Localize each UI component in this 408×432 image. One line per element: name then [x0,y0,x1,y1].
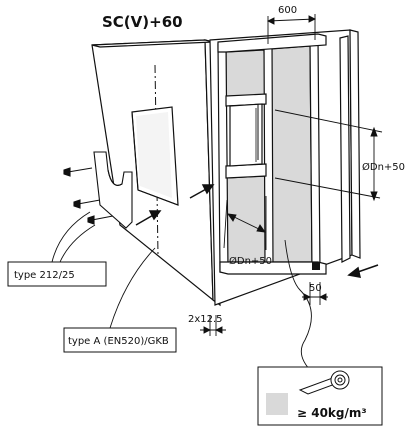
insulation-top-left [225,49,266,100]
board-panel-left [91,39,221,307]
insulation-roll-icon [298,370,350,395]
callout-screw: type 212/25 [7,211,107,287]
callout-board-text: type A (EN520)/GKB [68,336,169,347]
sealant-marker [312,262,320,270]
insulation-swatch [266,393,288,415]
dim-top-width: 600 [278,5,297,16]
callout-board: type A (EN520)/GKB [63,247,177,353]
dimension-lines [200,14,383,336]
insulation-legend: ≥ 40kg/m³ [257,239,383,426]
frame-structure [209,29,361,306]
dim-gap: 50 [309,283,322,294]
arrows [135,184,379,278]
fixing-clips [63,151,133,229]
insulation-right [269,45,313,263]
dim-opening-width: ØDn+50 [229,255,272,267]
callout-screw-text: type 212/25 [14,270,75,281]
dim-opening-height: ØDn+50 [362,161,405,173]
diagram-title: SC(V)+60 [102,13,183,31]
dim-board-thickness: 2x12.5 [188,314,223,325]
insulation-density-text: ≥ 40kg/m³ [297,406,367,420]
